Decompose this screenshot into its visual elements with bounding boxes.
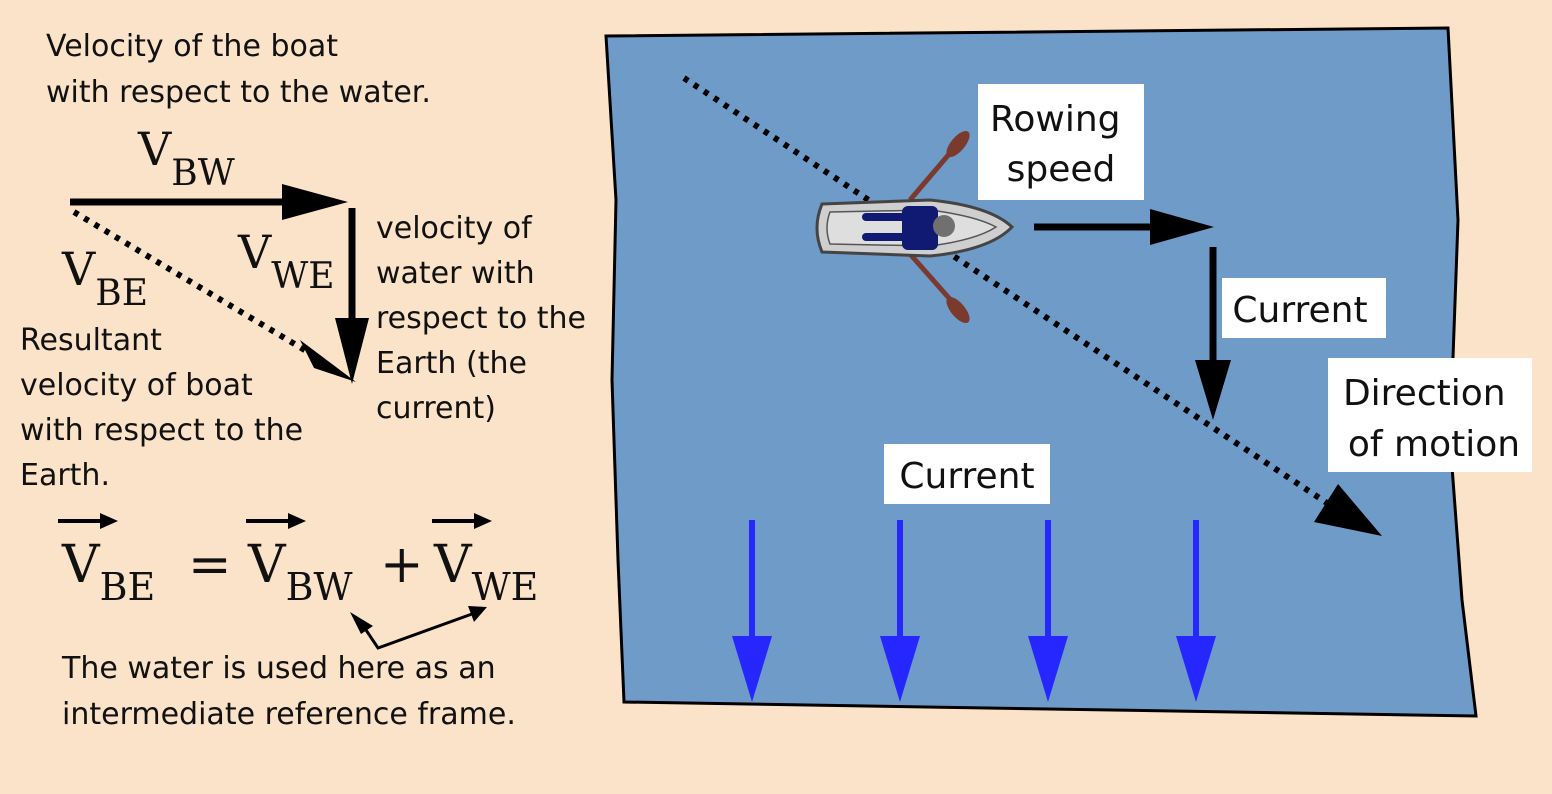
vector-bar-head-icon <box>474 513 492 529</box>
vbw-caption: Velocity of the boat with respect to the… <box>46 29 431 110</box>
vbw-label: VBW <box>137 122 235 194</box>
rowing-speed-arrowhead <box>1150 209 1214 245</box>
vbe-label: VBE <box>61 242 148 314</box>
oar-bottom <box>908 252 958 308</box>
current-label-bottom: Current <box>884 444 1050 504</box>
svg-text:Current: Current <box>1232 290 1367 331</box>
current-label-top: Current <box>1222 278 1386 338</box>
pointer-head-right-icon <box>468 606 487 622</box>
reference-frame-note: The water is used here as an intermediat… <box>61 651 516 732</box>
current-flow-arrows <box>732 520 1216 702</box>
direction-of-motion-path <box>682 75 1332 508</box>
rowboat <box>815 130 1015 324</box>
svg-text:Current: Current <box>899 456 1034 497</box>
vector-bar-head-icon <box>100 513 118 529</box>
vbe-arrowhead <box>300 340 356 382</box>
equation-equals: = <box>188 535 232 595</box>
vector-bar-head-icon <box>288 513 306 529</box>
equation-term-vbw: VBW <box>247 535 353 609</box>
current-flow-head-4-icon <box>1176 636 1216 702</box>
rowing-speed-label: Rowing speed <box>978 84 1144 200</box>
vwe-label: VWE <box>237 225 335 297</box>
equation-term-vbe: VBE <box>61 535 155 609</box>
rower-leg-upper <box>862 213 906 221</box>
equation-plus: + <box>380 535 424 595</box>
vbe-caption: Resultant velocity of boat with respect … <box>20 323 313 493</box>
vector-triangle <box>70 184 369 384</box>
rower-body <box>902 206 938 250</box>
current-flow-head-1-icon <box>732 636 772 702</box>
direction-of-motion-arrowhead <box>1314 484 1382 536</box>
current-flow-head-2-icon <box>880 636 920 702</box>
vwe-caption: velocity of water with respect to the Ea… <box>376 211 596 426</box>
equation-term-vwe: VWE <box>433 535 538 609</box>
direction-of-motion-label: Direction of motion <box>1328 358 1532 472</box>
vector-equation: VBE = VBW + VWE <box>58 513 538 609</box>
current-vector-arrowhead <box>1195 360 1231 420</box>
current-flow-head-3-icon <box>1028 636 1068 702</box>
svg-text:Direction of motion: Direction of motion <box>1343 373 1520 465</box>
pointer-head-left-icon <box>350 612 373 634</box>
oar-blade-bottom-icon <box>946 296 970 324</box>
note-pointer-arrows <box>350 606 487 650</box>
rower-head <box>933 215 955 237</box>
vbw-arrowhead <box>282 184 348 220</box>
svg-text:Rowing speed: Rowing speed <box>990 99 1132 190</box>
river-water <box>604 26 1478 718</box>
oar-blade-top-icon <box>946 130 970 158</box>
rower-leg-lower <box>862 233 906 241</box>
vwe-arrowhead <box>335 318 369 384</box>
